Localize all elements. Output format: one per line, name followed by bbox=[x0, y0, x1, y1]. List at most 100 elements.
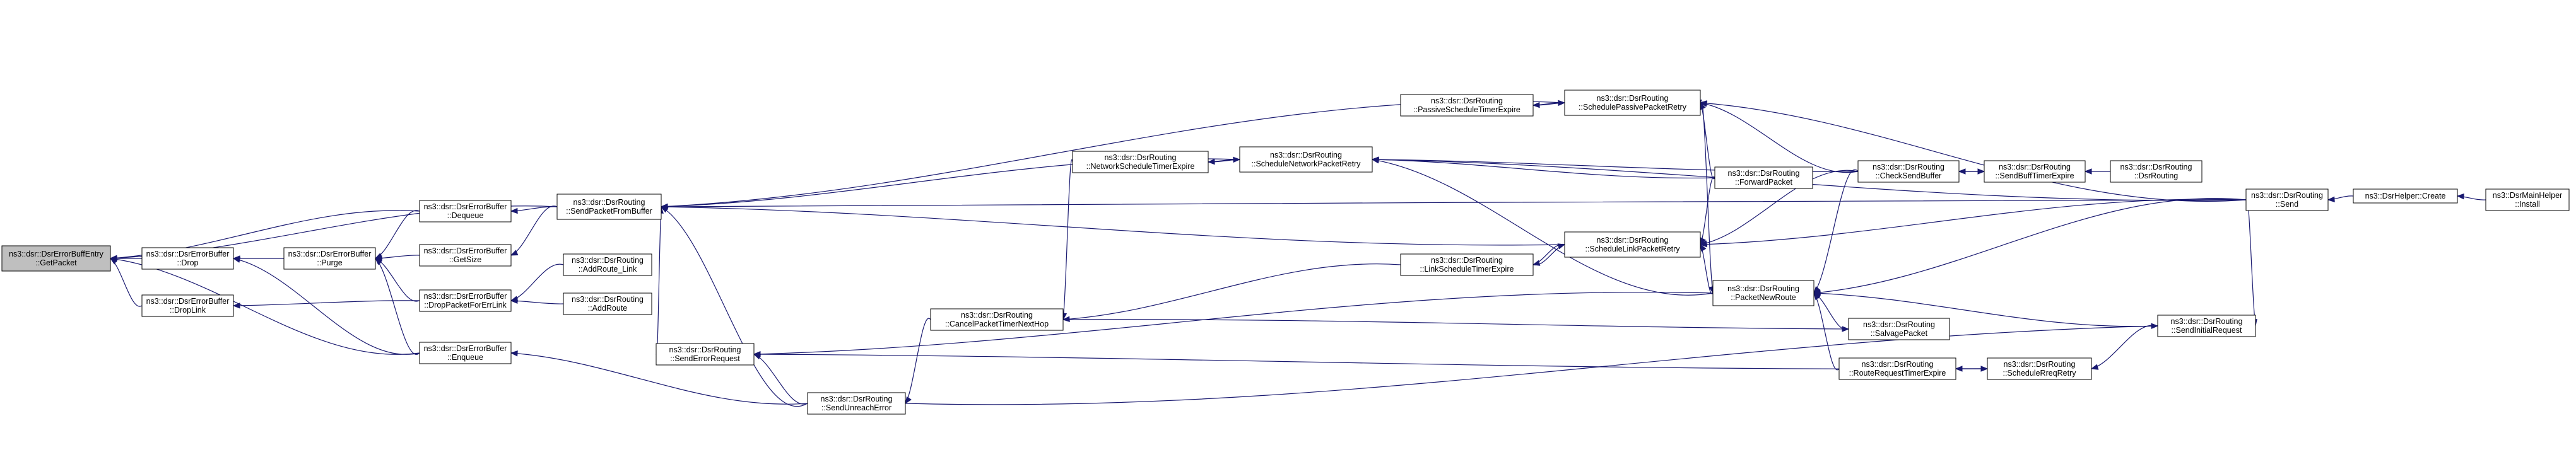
node-label: ::GetPacket bbox=[35, 258, 77, 267]
arrowhead-icon bbox=[510, 250, 519, 256]
node-addroute[interactable]: ns3::dsr::DsrRouting::AddRoute bbox=[563, 292, 652, 315]
node-box bbox=[2110, 160, 2203, 183]
node-label: ns3::dsr::DsrRouting bbox=[1862, 360, 1934, 369]
node-label: ::PassiveScheduleTimerExpire bbox=[1413, 105, 1520, 114]
call-edge-line bbox=[656, 206, 662, 357]
call-edge-sendinitialrequest-to-packetnewroute bbox=[1813, 290, 2158, 327]
call-edge-line bbox=[2245, 197, 2256, 327]
node-label: ns3::dsr::DsrErrorBuffer bbox=[424, 292, 507, 301]
node-label: ::RouteRequestTimerExpire bbox=[1849, 369, 1946, 378]
node-create[interactable]: ns3::DsrHelper::Create bbox=[2353, 188, 2458, 204]
call-edge-linkscheduletimerexpire-to-cancelpackettimernexthop bbox=[1062, 263, 1401, 322]
call-edge-addroutelink-to-droppacketforerrlink bbox=[510, 263, 564, 302]
node-schedulereqretry[interactable]: ns3::dsr::DsrRouting::ScheduleRreqRetry bbox=[1987, 357, 2092, 380]
node-label: ::SendPacketFromBuffer bbox=[566, 207, 652, 216]
node-sendbufftimerexpire[interactable]: ns3::dsr::DsrRouting::SendBuffTimerExpir… bbox=[1984, 160, 2086, 183]
call-edge-sendinitialrequest-to-schedulereqretry bbox=[2090, 325, 2158, 370]
node-forwardpacket[interactable]: ns3::dsr::DsrRouting::ForwardPacket bbox=[1714, 166, 1813, 189]
call-edge-line bbox=[661, 199, 2247, 207]
node-label: ::SendInitialRequest bbox=[2172, 326, 2242, 335]
call-edge-line bbox=[1372, 159, 1715, 179]
node-box bbox=[2353, 188, 2458, 204]
node-dsrrouting[interactable]: ns3::dsr::DsrRouting::DsrRouting bbox=[2110, 160, 2203, 183]
node-box bbox=[563, 292, 652, 315]
call-edge-line bbox=[1062, 263, 1401, 320]
node-schedulepassivepacketretry[interactable]: ns3::dsr::DsrRouting::SchedulePassivePac… bbox=[1564, 90, 1701, 116]
arrowhead-icon bbox=[1233, 156, 1241, 163]
call-edge-line bbox=[1700, 199, 2247, 245]
call-edge-line bbox=[233, 300, 420, 306]
call-edge-line bbox=[510, 263, 564, 301]
call-edge-line bbox=[375, 255, 420, 259]
node-label: ::Install bbox=[2515, 200, 2540, 209]
call-edge-getsize-to-purge bbox=[374, 255, 420, 262]
node-label: ::DsrRouting bbox=[2134, 171, 2179, 180]
arrowhead-icon bbox=[753, 351, 761, 357]
node-label: ns3::dsr::DsrRouting bbox=[572, 256, 644, 265]
node-checksendbuffer[interactable]: ns3::dsr::DsrRouting::CheckSendBuffer bbox=[1857, 160, 1960, 183]
call-edge-droppacketforerrlink-to-purge bbox=[374, 258, 420, 302]
call-edge-line bbox=[510, 206, 558, 212]
node-label: ns3::dsr::DsrRouting bbox=[1999, 163, 2071, 171]
call-edge-packetnewroute-to-schedulelinkpacketretry bbox=[1700, 243, 1714, 294]
node-drop[interactable]: ns3::dsr::DsrErrorBuffer::Drop bbox=[141, 247, 234, 270]
arrowhead-icon bbox=[2090, 364, 2099, 370]
node-label: ns3::dsr::DsrErrorBuffer bbox=[424, 202, 507, 211]
node-cancelpackettimernexthop[interactable]: ns3::dsr::DsrRouting::CancelPacketTimerN… bbox=[930, 308, 1064, 331]
node-linkscheduletimerexpire[interactable]: ns3::dsr::DsrRouting::LinkScheduleTimerE… bbox=[1400, 253, 1534, 276]
node-schedulenetworkpacketretry[interactable]: ns3::dsr::DsrRouting::ScheduleNetworkPac… bbox=[1239, 146, 1373, 173]
node-networkscheduletimerexpire[interactable]: ns3::dsr::DsrRouting::NetworkScheduleTim… bbox=[1072, 151, 1209, 173]
node-purge[interactable]: ns3::dsr::DsrErrorBuffer::Purge bbox=[283, 247, 376, 270]
node-getpacket[interactable]: ns3::dsr::DsrErrorBuffEntry::GetPacket bbox=[1, 245, 111, 272]
call-edge-line bbox=[1700, 102, 1715, 180]
node-schedulelinkpacketretry[interactable]: ns3::dsr::DsrRouting::ScheduleLinkPacket… bbox=[1564, 231, 1701, 258]
node-sendunreacherror[interactable]: ns3::dsr::DsrRouting::SendUnreachError bbox=[807, 392, 906, 415]
node-label: ::SalvagePacket bbox=[1871, 329, 1928, 338]
node-droplink[interactable]: ns3::dsr::DsrErrorBuffer::DropLink bbox=[141, 294, 234, 317]
node-layer: ns3::dsr::DsrErrorBuffEntry::GetPacketns… bbox=[1, 90, 2570, 415]
node-box bbox=[2157, 315, 2256, 337]
call-edge-addroute-to-droppacketforerrlink bbox=[510, 298, 564, 304]
call-edge-line bbox=[375, 258, 420, 302]
call-edge-line bbox=[1700, 176, 1715, 245]
node-sendinitialrequest[interactable]: ns3::dsr::DsrRouting::SendInitialRequest bbox=[2157, 315, 2256, 337]
node-label: ::AddRoute_Link bbox=[579, 265, 637, 274]
arrowhead-icon bbox=[1062, 316, 1070, 322]
node-passivescheduletimerexpire[interactable]: ns3::dsr::DsrRouting::PassiveScheduleTim… bbox=[1400, 94, 1534, 117]
call-edge-routerequesttimerexpire-to-packetnewroute bbox=[1813, 292, 1840, 371]
node-addroutelink[interactable]: ns3::dsr::DsrRouting::AddRoute_Link bbox=[563, 253, 652, 276]
node-label: ns3::dsr::DsrRouting bbox=[2120, 163, 2192, 171]
call-edge-line bbox=[1700, 100, 1714, 294]
node-sendpacketfrombuffer[interactable]: ns3::dsr::DsrRouting::SendPacketFromBuff… bbox=[556, 194, 662, 220]
node-box bbox=[1072, 151, 1209, 173]
node-senderrorrequest[interactable]: ns3::dsr::DsrRouting::SendErrorRequest bbox=[656, 343, 755, 366]
node-box bbox=[563, 253, 652, 276]
node-routerequesttimerexpire[interactable]: ns3::dsr::DsrRouting::RouteRequestTimerE… bbox=[1838, 357, 1956, 380]
arrowhead-icon bbox=[232, 303, 240, 309]
node-packetnewroute[interactable]: ns3::dsr::DsrRouting::PacketNewRoute bbox=[1712, 280, 1814, 306]
call-edge-linkscheduletimerexpire-to-schedulelinkpacketretry bbox=[1532, 243, 1566, 265]
node-getsize[interactable]: ns3::dsr::DsrErrorBuffer::GetSize bbox=[419, 244, 512, 267]
node-label: ::Send bbox=[2276, 200, 2298, 209]
node-label: ns3::dsr::DsrRouting bbox=[1597, 236, 1669, 245]
node-dequeue[interactable]: ns3::dsr::DsrErrorBuffer::Dequeue bbox=[419, 200, 512, 223]
node-label: ::ScheduleLinkPacketRetry bbox=[1585, 245, 1680, 253]
node-label: ns3::dsr::DsrErrorBuffer bbox=[424, 246, 507, 255]
node-install[interactable]: ns3::DsrMainHelper::Install bbox=[2485, 188, 2570, 211]
call-edge-line bbox=[1062, 159, 1073, 320]
node-salvagepacket[interactable]: ns3::dsr::DsrRouting::SalvagePacket bbox=[1848, 318, 1950, 340]
node-label: ::Dequeue bbox=[447, 211, 484, 220]
call-edge-cancelpackettimernexthop-to-salvagepacket bbox=[1062, 319, 1850, 332]
arrowhead-icon bbox=[1980, 366, 1989, 372]
arrowhead-icon bbox=[1699, 100, 1707, 107]
arrowhead-icon bbox=[1842, 326, 1850, 332]
node-enqueue[interactable]: ns3::dsr::DsrErrorBuffer::Enqueue bbox=[419, 342, 512, 364]
node-label: ns3::dsr::DsrErrorBuffEntry bbox=[9, 250, 104, 258]
node-send[interactable]: ns3::dsr::DsrRouting::Send bbox=[2245, 188, 2329, 211]
node-label: ns3::dsr::DsrRouting bbox=[669, 345, 741, 354]
call-edge-sendunreacherror-to-sendinitialrequest bbox=[905, 323, 2159, 405]
arrowhead-icon bbox=[1813, 290, 1821, 297]
node-label: ns3::dsr::DsrRouting bbox=[1727, 284, 1799, 293]
node-droppacketforerrlink[interactable]: ns3::dsr::DsrErrorBuffer::DropPacketForE… bbox=[419, 289, 512, 312]
node-box bbox=[807, 392, 906, 415]
